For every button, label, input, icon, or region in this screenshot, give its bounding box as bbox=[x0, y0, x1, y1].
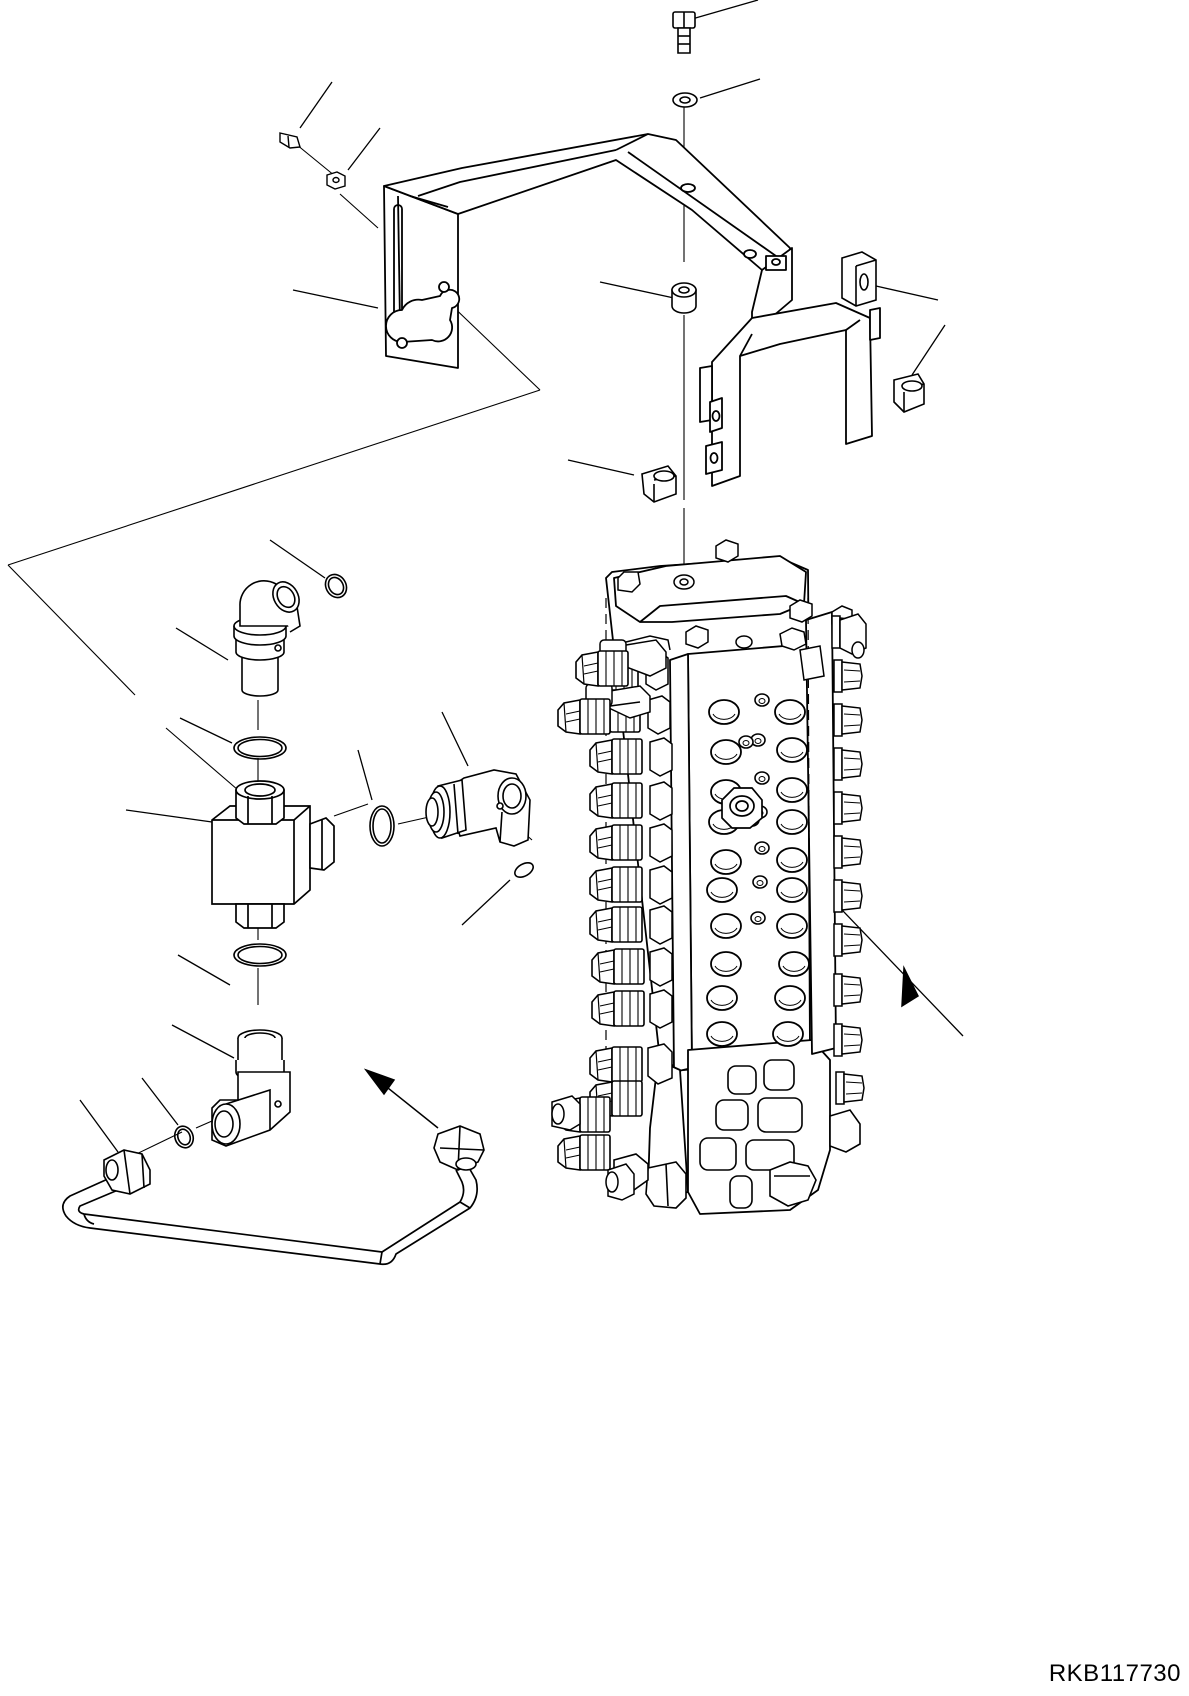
mounting-bracket bbox=[384, 134, 880, 486]
hydraulic-tube bbox=[63, 1166, 477, 1264]
upper-elbow-fitting bbox=[234, 577, 304, 696]
clip-top-right bbox=[842, 252, 876, 306]
direction-arrows bbox=[366, 968, 918, 1128]
clip-right bbox=[894, 374, 924, 412]
control-valve-manifold bbox=[552, 540, 866, 1214]
drawing-reference-code: RKB117730 bbox=[1048, 1660, 1181, 1687]
assembly-guide-lines bbox=[8, 95, 684, 1160]
side-elbow-fitting bbox=[426, 770, 530, 846]
clip-left bbox=[642, 466, 676, 502]
top-washer bbox=[673, 93, 697, 107]
small-bolt bbox=[280, 133, 300, 148]
spacer-collar bbox=[672, 283, 696, 313]
top-bolt bbox=[673, 12, 695, 53]
tube-nut-left bbox=[104, 1150, 150, 1194]
o-rings bbox=[172, 571, 536, 1151]
tee-block bbox=[212, 781, 334, 928]
lower-elbow-fitting bbox=[212, 1030, 290, 1146]
manifold-right-plugs bbox=[831, 615, 865, 1105]
tube-nut-right bbox=[434, 1126, 484, 1170]
small-nut bbox=[327, 172, 345, 189]
